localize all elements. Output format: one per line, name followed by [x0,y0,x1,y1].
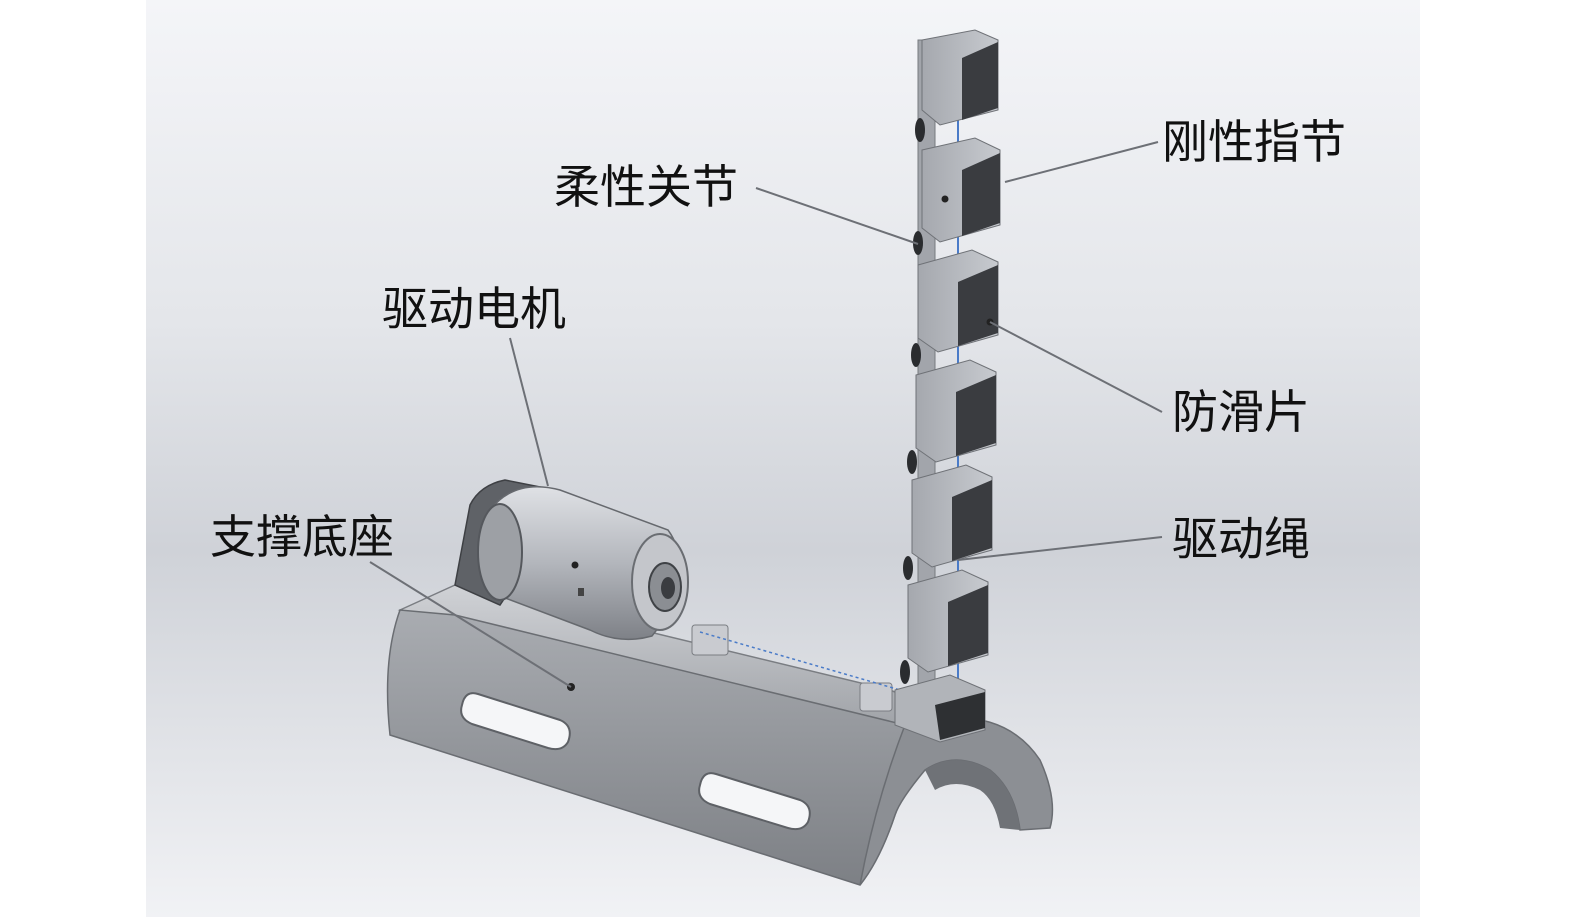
segment-marker [941,195,949,203]
label-support-base: 支撑底座 [210,510,394,564]
leader-flexible-joint [755,187,919,245]
support-base [386,584,1054,886]
cord-guide-2 [859,682,893,712]
finger-segment-4 [915,359,997,463]
flexible-joint-pins [900,118,925,684]
cord-guide-1 [691,624,729,656]
motor-shaft [661,577,675,599]
motor-end-ring [477,503,523,601]
label-flexible-joint: 柔性关节 [554,160,738,214]
leader-rigid-phalanx [1004,141,1159,183]
leader-lines [369,141,1163,688]
finger-root-block [894,674,986,743]
finger-segment-3 [917,249,999,353]
leader-anti-slip-pad [989,321,1163,413]
motor-marking [578,588,584,596]
base-slot-lower [698,772,811,831]
label-drive-motor: 驱动电机 [382,282,566,336]
label-rigid-phalanx: 刚性指节 [1162,115,1346,169]
finger-segment-1 [921,29,999,126]
leader-drive-cord [957,536,1163,561]
finger [699,29,1001,743]
base-arch-inner [925,760,1020,830]
leader-drive-motor [509,337,549,487]
finger-segment-5 [911,464,993,568]
finger-segment-2 [921,137,1001,243]
label-drive-cord: 驱动绳 [1172,512,1310,566]
label-anti-slip-pad: 防滑片 [1172,385,1310,439]
drive-cord-base-run [699,631,901,691]
finger-segment-6 [907,569,989,673]
motor-marker [571,561,579,569]
drive-motor [454,479,689,641]
leader-support-base [369,561,572,688]
base-slot-upper [460,692,571,751]
